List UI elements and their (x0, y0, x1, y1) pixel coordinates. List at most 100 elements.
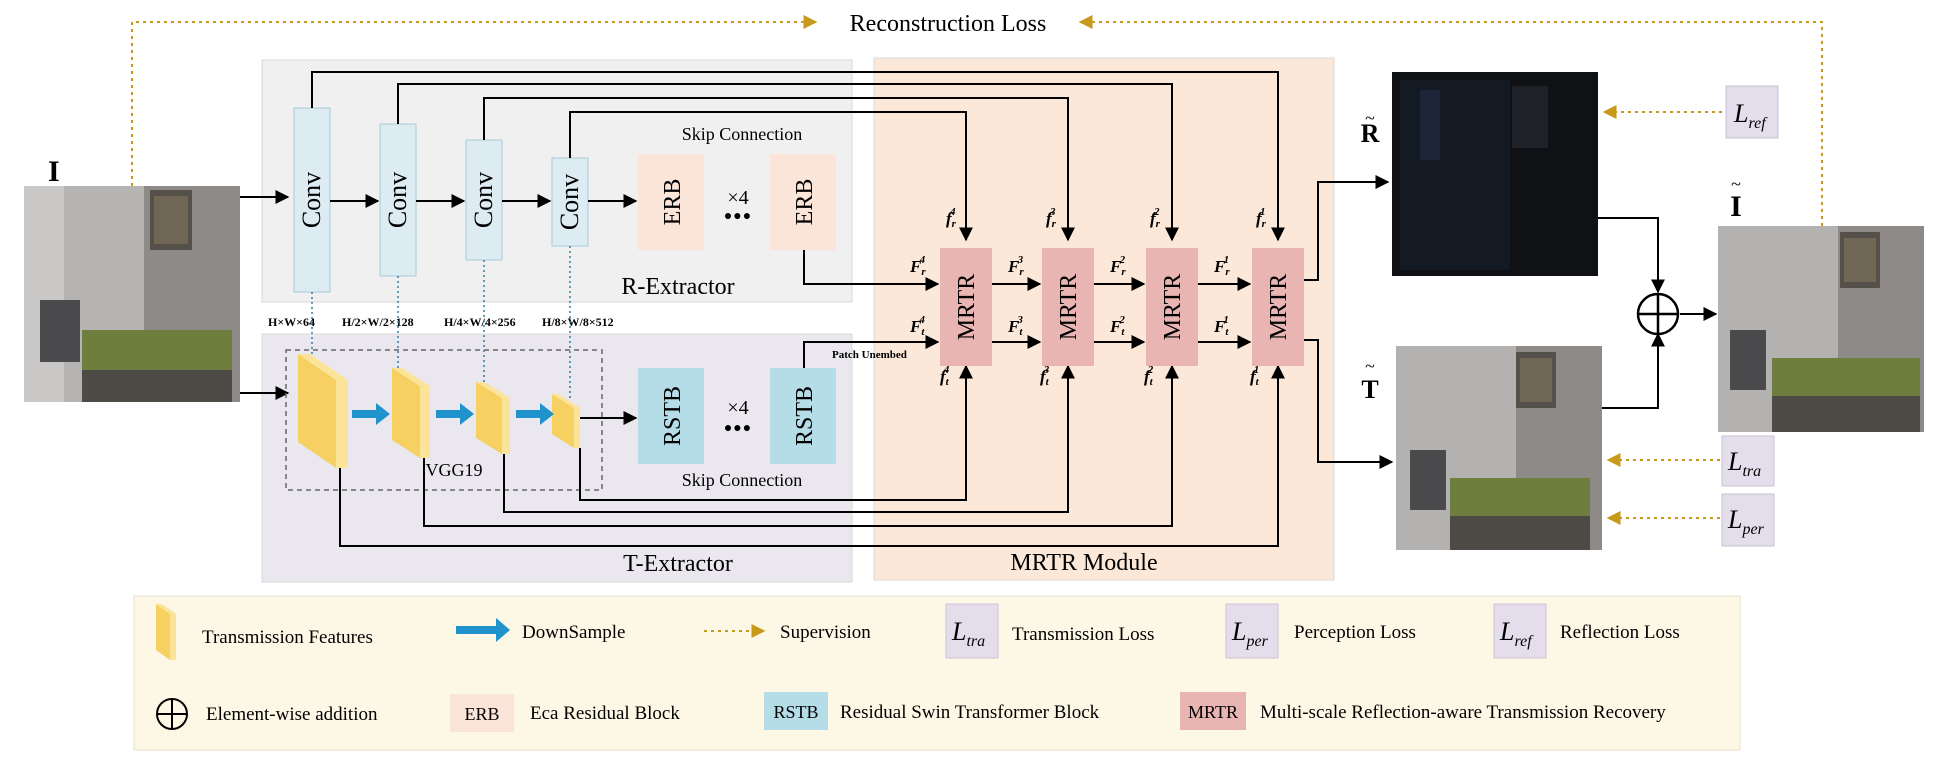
mrtr-block-2 (1042, 248, 1094, 366)
t-skip-connections (339, 335, 1285, 547)
loss-supervision-arrows (1602, 105, 1722, 525)
svg-text:fr3: fr3 (1046, 206, 1057, 230)
svg-text:ft3: ft3 (1040, 364, 1050, 388)
svg-text:ft4: ft4 (940, 364, 950, 388)
mrtr-label-3: MRTR (1160, 274, 1186, 341)
rstb-block-2 (770, 368, 836, 464)
conv-label-1: Conv (297, 172, 326, 228)
transmission-feature-2 (392, 368, 430, 458)
rstb-times4: ×4 (727, 397, 748, 419)
legend-element-wise-addition: Element-wise addition (206, 704, 378, 725)
loss-per-box: Lper (1721, 493, 1775, 547)
legend-supervision: Supervision (780, 622, 871, 643)
conv-feature-links (311, 246, 571, 398)
erb-label-2: ERB (792, 179, 818, 226)
legend-rstb-swatch (764, 692, 828, 730)
svg-text:Lper: Lper (1727, 505, 1765, 538)
svg-text:fr4: fr4 (946, 206, 957, 230)
F-t-labels: Ft4 Ft3 Ft2 Ft1 (909, 314, 1229, 338)
transmission-image (1396, 346, 1602, 550)
legend-panel (133, 595, 1741, 751)
legend-erb-swatch (450, 694, 514, 732)
conv-label-3: Conv (469, 172, 498, 228)
f-t-labels: ft4 ft3 ft2 ft1 (940, 364, 1260, 388)
svg-text:Lref: Lref (1499, 617, 1534, 650)
svg-text:fr2: fr2 (1150, 206, 1161, 230)
dim-label-1: H×W×64 (268, 315, 315, 329)
i-tilde: ~ (1731, 174, 1741, 194)
dim-label-4: H/8×W/8×512 (542, 315, 614, 329)
mrtr-block-1 (940, 248, 992, 366)
conv-label-4: Conv (555, 174, 584, 230)
legend-rstb-tag: RSTB (773, 702, 818, 722)
rstb-label-2: RSTB (792, 386, 818, 446)
mrtr-module-title: MRTR Module (1010, 550, 1157, 576)
svg-text:Lref: Lref (1733, 99, 1768, 132)
vgg19-box (285, 349, 603, 491)
conv-block-3 (465, 139, 503, 261)
svg-text:Ft4: Ft4 (909, 314, 925, 338)
svg-text:ft1: ft1 (1250, 364, 1260, 388)
legend-downsample-icon (456, 618, 510, 642)
r-tilde: ~ (1365, 108, 1375, 128)
conv-label-2: Conv (383, 172, 412, 228)
input-label: I (48, 155, 60, 188)
reconstructed-image (1718, 226, 1924, 432)
legend-transmission-features: Transmission Features (202, 627, 373, 648)
downsample-arrows (352, 403, 554, 425)
svg-text:Fr3: Fr3 (1007, 254, 1024, 278)
legend-downsample: DownSample (522, 622, 625, 643)
t-skip-connection-label: Skip Connection (682, 470, 803, 490)
mrtr-label-1: MRTR (954, 274, 980, 341)
mrtr-block-3 (1146, 248, 1198, 366)
transmission-feature-3 (476, 382, 510, 454)
legend-l-ref-icon: Lref (1493, 603, 1547, 659)
legend-addition-icon (156, 698, 188, 730)
i-output-label: I (1730, 190, 1742, 223)
mrtr-block-4 (1252, 248, 1304, 366)
svg-text:Fr2: Fr2 (1109, 254, 1126, 278)
r-skip-connection-label: Skip Connection (682, 124, 803, 144)
svg-text:fr1: fr1 (1256, 206, 1267, 230)
transmission-feature-4 (552, 394, 580, 448)
input-arrows (240, 190, 290, 400)
legend-mrtr-text: Multi-scale Reflection-aware Transmissio… (1260, 702, 1666, 723)
r-extractor-title: R-Extractor (621, 274, 734, 300)
patch-unembed-label: Patch Unembed (832, 349, 907, 361)
loss-tra-box: Ltra (1721, 435, 1775, 487)
legend-l-per-icon: Lper (1225, 603, 1279, 659)
mrtr-label-4: MRTR (1266, 274, 1292, 341)
legend-transmission-loss: Transmission Loss (1012, 624, 1154, 645)
erb-dots: ●●● (724, 209, 752, 224)
mrtr-label-2: MRTR (1056, 274, 1082, 341)
erb-block-1 (638, 154, 704, 250)
dim-label-3: H/4×W/4×256 (444, 315, 516, 329)
legend-rstb-text: Residual Swin Transformer Block (840, 702, 1100, 723)
r-skip-connections (311, 71, 1285, 291)
erb-times4: ×4 (727, 187, 748, 209)
rstb-label-1: RSTB (660, 386, 686, 446)
svg-text:Lper: Lper (1231, 617, 1269, 650)
erb-block-2 (770, 154, 836, 250)
svg-text:Ltra: Ltra (951, 617, 985, 650)
transmission-feature-1 (298, 354, 348, 468)
legend-reflection-loss: Reflection Loss (1560, 622, 1680, 643)
legend-erb-tag: ERB (464, 704, 499, 724)
erb-label-1: ERB (660, 179, 686, 226)
svg-text:Fr4: Fr4 (909, 254, 926, 278)
t-tilde: ~ (1365, 356, 1375, 376)
legend-mrtr-tag: MRTR (1188, 702, 1238, 722)
r-output-label: R (1361, 119, 1380, 148)
element-wise-addition-icon (1636, 292, 1680, 336)
f-r-labels: fr4 fr3 fr2 fr1 (946, 206, 1267, 230)
reconstruction-loss-path (131, 15, 1823, 226)
svg-text:Fr1: Fr1 (1213, 254, 1230, 278)
svg-text:Ft2: Ft2 (1109, 314, 1125, 338)
legend-transmission-feature-icon (156, 604, 176, 660)
rstb-block-1 (638, 368, 704, 464)
output-merge-lines (1598, 217, 1718, 409)
mrtr-chain-arrows (992, 175, 1394, 469)
vgg19-label: VGG19 (426, 460, 483, 480)
reflection-image (1392, 72, 1598, 276)
